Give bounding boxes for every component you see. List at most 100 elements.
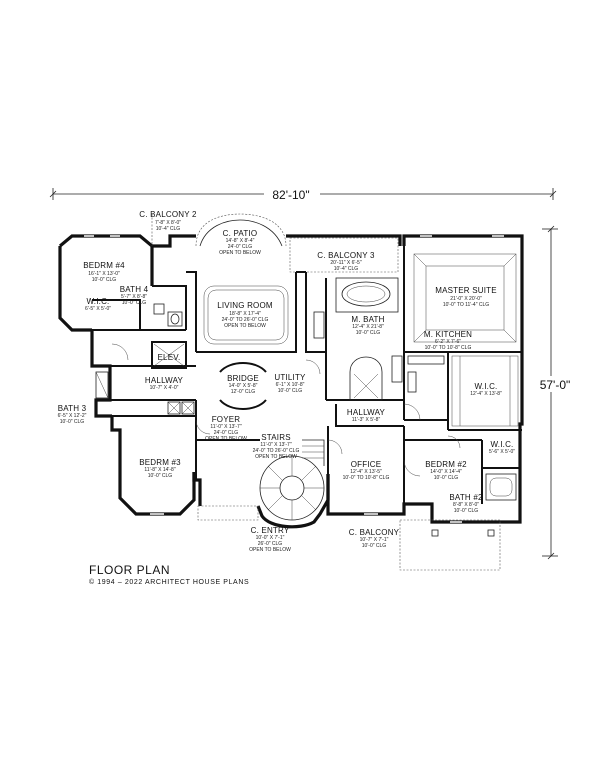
room-m-kitchen: M. KITCHEN 6'-2" X 7'-6" 10'-0" TO 10'-8… — [424, 330, 472, 351]
svg-text:M. KITCHEN: M. KITCHEN — [424, 330, 472, 339]
svg-text:OPEN TO BELOW: OPEN TO BELOW — [219, 250, 261, 256]
svg-text:14'-0" X 5'-8": 14'-0" X 5'-8" — [229, 383, 258, 389]
svg-text:6'-2" X 7'-6": 6'-2" X 7'-6" — [435, 339, 461, 345]
svg-text:6'-5" X 5'-0": 6'-5" X 5'-0" — [85, 306, 111, 312]
room-bath-3: BATH 3 6'-5" X 12'-2" 10'-0" CLG — [58, 404, 87, 425]
svg-text:MASTER SUITE: MASTER SUITE — [435, 286, 497, 295]
svg-text:16'-1" X 13'-0": 16'-1" X 13'-0" — [88, 271, 120, 277]
svg-text:FOYER: FOYER — [212, 415, 241, 424]
svg-text:10'-0" X 7'-1": 10'-0" X 7'-1" — [256, 535, 285, 541]
depth-dimension-line — [538, 225, 564, 560]
room-bedrm-4: BEDRM #4 16'-1" X 13'-0" 10'-0" CLG — [83, 261, 125, 283]
svg-text:24'-0" CLG: 24'-0" CLG — [228, 244, 253, 250]
room-elev: ELEV. — [158, 353, 181, 362]
svg-text:LIVING ROOM: LIVING ROOM — [217, 301, 273, 310]
svg-text:12'-4" X 13'-8": 12'-4" X 13'-8" — [470, 391, 502, 397]
svg-text:20'-11" X 6'-5": 20'-11" X 6'-5" — [330, 260, 361, 266]
svg-text:BRIDGE: BRIDGE — [227, 374, 259, 383]
room-stairs: STAIRS 11'-0" X 13'-7" 24'-0" TO 26'-0" … — [253, 433, 300, 460]
room-foyer: FOYER 11'-0" X 13'-7" 24'-0" CLG OPEN TO… — [205, 415, 247, 442]
depth-dimension-label: 57'-0" — [540, 378, 571, 392]
svg-text:24'-0" TO 26'-0" CLG: 24'-0" TO 26'-0" CLG — [222, 317, 269, 323]
room-hallway-center: HALLWAY 11'-3" X 5'-8" — [347, 408, 386, 423]
interior-walls — [92, 246, 522, 504]
room-bath-4: BATH 4 5'-7" X 8'-8" 10'-0" CLG — [120, 285, 149, 306]
svg-text:12'-4" X 21'-8": 12'-4" X 21'-8" — [352, 324, 384, 330]
room-c-balcony-3: C. BALCONY 3 20'-11" X 6'-5" 10'-4" CLG — [317, 251, 375, 272]
svg-text:10'-0" CLG: 10'-0" CLG — [434, 475, 459, 481]
svg-text:14'-0" X 14'-4": 14'-0" X 14'-4" — [430, 469, 462, 475]
plan-title: FLOOR PLAN — [89, 563, 171, 577]
window-marks — [84, 235, 504, 523]
svg-text:10'-0" CLG: 10'-0" CLG — [92, 277, 117, 283]
svg-text:ELEV.: ELEV. — [158, 353, 181, 362]
room-living-room: LIVING ROOM 18'-8" X 17'-4" 24'-0" TO 26… — [217, 301, 273, 329]
svg-text:10'-0" TO 10'-8" CLG: 10'-0" TO 10'-8" CLG — [425, 345, 472, 351]
room-bath-2: BATH #2 8'-8" X 8'-0" 10'-0" CLG — [449, 493, 483, 514]
svg-text:BEDRM #3: BEDRM #3 — [139, 458, 181, 467]
svg-text:21'-0" X 20'-0": 21'-0" X 20'-0" — [450, 296, 482, 302]
svg-text:W.I.C.: W.I.C. — [491, 440, 514, 449]
svg-text:8'-8" X 8'-0": 8'-8" X 8'-0" — [453, 502, 479, 508]
width-dimension-line — [49, 186, 557, 200]
room-utility: UTILITY 6'-1" X 10'-8" 10'-0" CLG — [274, 373, 306, 394]
svg-text:BATH 3: BATH 3 — [58, 404, 87, 413]
svg-text:11'-0" X 13'-7": 11'-0" X 13'-7" — [210, 424, 241, 430]
svg-text:11'-8" X 14'-8": 11'-8" X 14'-8" — [144, 467, 175, 473]
svg-text:BATH #2: BATH #2 — [449, 493, 483, 502]
svg-text:10'-4" CLG: 10'-4" CLG — [334, 266, 359, 272]
svg-text:5'-6" X 5'-0": 5'-6" X 5'-0" — [489, 449, 515, 455]
room-wic-2: W.I.C. 5'-6" X 5'-0" — [489, 440, 515, 455]
svg-text:10'-4" CLG: 10'-4" CLG — [156, 226, 181, 232]
svg-text:HALLWAY: HALLWAY — [145, 376, 184, 385]
svg-text:10'-0" TO 11'-4" CLG: 10'-0" TO 11'-4" CLG — [443, 302, 489, 308]
svg-text:C. BALCONY 3: C. BALCONY 3 — [317, 251, 375, 260]
svg-text:10'-7" X 7'-1": 10'-7" X 7'-1" — [360, 537, 389, 543]
svg-text:W.I.C.: W.I.C. — [87, 297, 110, 306]
svg-text:10'-0" CLG: 10'-0" CLG — [356, 330, 381, 336]
room-c-patio: C. PATIO 14'-8" X 8'-4" 24'-0" CLG OPEN … — [219, 229, 261, 256]
svg-text:10'-0" CLG: 10'-0" CLG — [278, 388, 303, 394]
svg-text:10'-0" CLG: 10'-0" CLG — [454, 508, 479, 514]
svg-text:UTILITY: UTILITY — [274, 373, 306, 382]
svg-text:12'-0" CLG: 12'-0" CLG — [231, 389, 256, 395]
balcony-outlines — [151, 213, 501, 571]
svg-text:STAIRS: STAIRS — [261, 433, 291, 442]
svg-text:HALLWAY: HALLWAY — [347, 408, 386, 417]
svg-text:11'-0" X 13'-7": 11'-0" X 13'-7" — [260, 442, 291, 448]
fixtures — [95, 219, 519, 537]
svg-text:W.I.C.: W.I.C. — [475, 382, 498, 391]
svg-text:BATH 4: BATH 4 — [120, 285, 149, 294]
svg-text:10'-0" CLG: 10'-0" CLG — [148, 473, 173, 479]
svg-text:OPEN TO BELOW: OPEN TO BELOW — [205, 436, 247, 442]
room-wic-master: W.I.C. 12'-4" X 13'-8" — [470, 382, 502, 397]
svg-text:5'-7" X 8'-8": 5'-7" X 8'-8" — [121, 294, 147, 300]
svg-text:6'-1" X 10'-8": 6'-1" X 10'-8" — [276, 382, 305, 388]
room-hallway-left: HALLWAY 10'-7" X 4'-0" — [145, 376, 184, 391]
svg-text:BEDRM #2: BEDRM #2 — [425, 460, 467, 469]
room-office: OFFICE 12'-4" X 13'-5" 10'-0" TO 10'-8" … — [343, 460, 390, 481]
svg-text:18'-8" X 17'-4": 18'-8" X 17'-4" — [229, 311, 261, 317]
svg-text:C. ENTRY: C. ENTRY — [251, 526, 290, 535]
svg-text:12'-4" X 13'-5": 12'-4" X 13'-5" — [350, 469, 382, 475]
svg-text:OPEN TO BELOW: OPEN TO BELOW — [224, 323, 266, 329]
room-bedrm-3: BEDRM #3 11'-8" X 14'-8" 10'-0" CLG — [139, 458, 181, 479]
svg-text:BEDRM #4: BEDRM #4 — [83, 261, 125, 270]
width-dimension-label: 82'-10" — [272, 188, 309, 202]
room-bedrm-2: BEDRM #2 14'-0" X 14'-4" 10'-0" CLG — [425, 460, 467, 481]
room-c-entry: C. ENTRY 10'-0" X 7'-1" 26'-0" CLG OPEN … — [249, 526, 291, 553]
svg-text:10'-0" CLG: 10'-0" CLG — [122, 300, 147, 306]
room-bridge: BRIDGE 14'-0" X 5'-8" 12'-0" CLG — [227, 374, 259, 395]
svg-text:24'-0" TO 26'-0" CLG: 24'-0" TO 26'-0" CLG — [253, 448, 300, 454]
svg-text:C. PATIO: C. PATIO — [223, 229, 258, 238]
room-c-balcony: C. BALCONY 10'-7" X 7'-1" 10'-0" CLG — [349, 528, 400, 549]
svg-text:7'-8" X 8'-0": 7'-8" X 8'-0" — [155, 220, 181, 226]
svg-text:14'-8" X 8'-4": 14'-8" X 8'-4" — [226, 238, 255, 244]
svg-text:10'-0" CLG: 10'-0" CLG — [60, 419, 85, 425]
svg-text:C. BALCONY 2: C. BALCONY 2 — [139, 210, 197, 219]
room-m-bath: M. BATH 12'-4" X 21'-8" 10'-0" CLG — [351, 315, 384, 336]
svg-text:OPEN TO BELOW: OPEN TO BELOW — [255, 454, 297, 460]
svg-text:M. BATH: M. BATH — [351, 315, 384, 324]
svg-text:10'-7" X 4'-0": 10'-7" X 4'-0" — [150, 385, 179, 391]
